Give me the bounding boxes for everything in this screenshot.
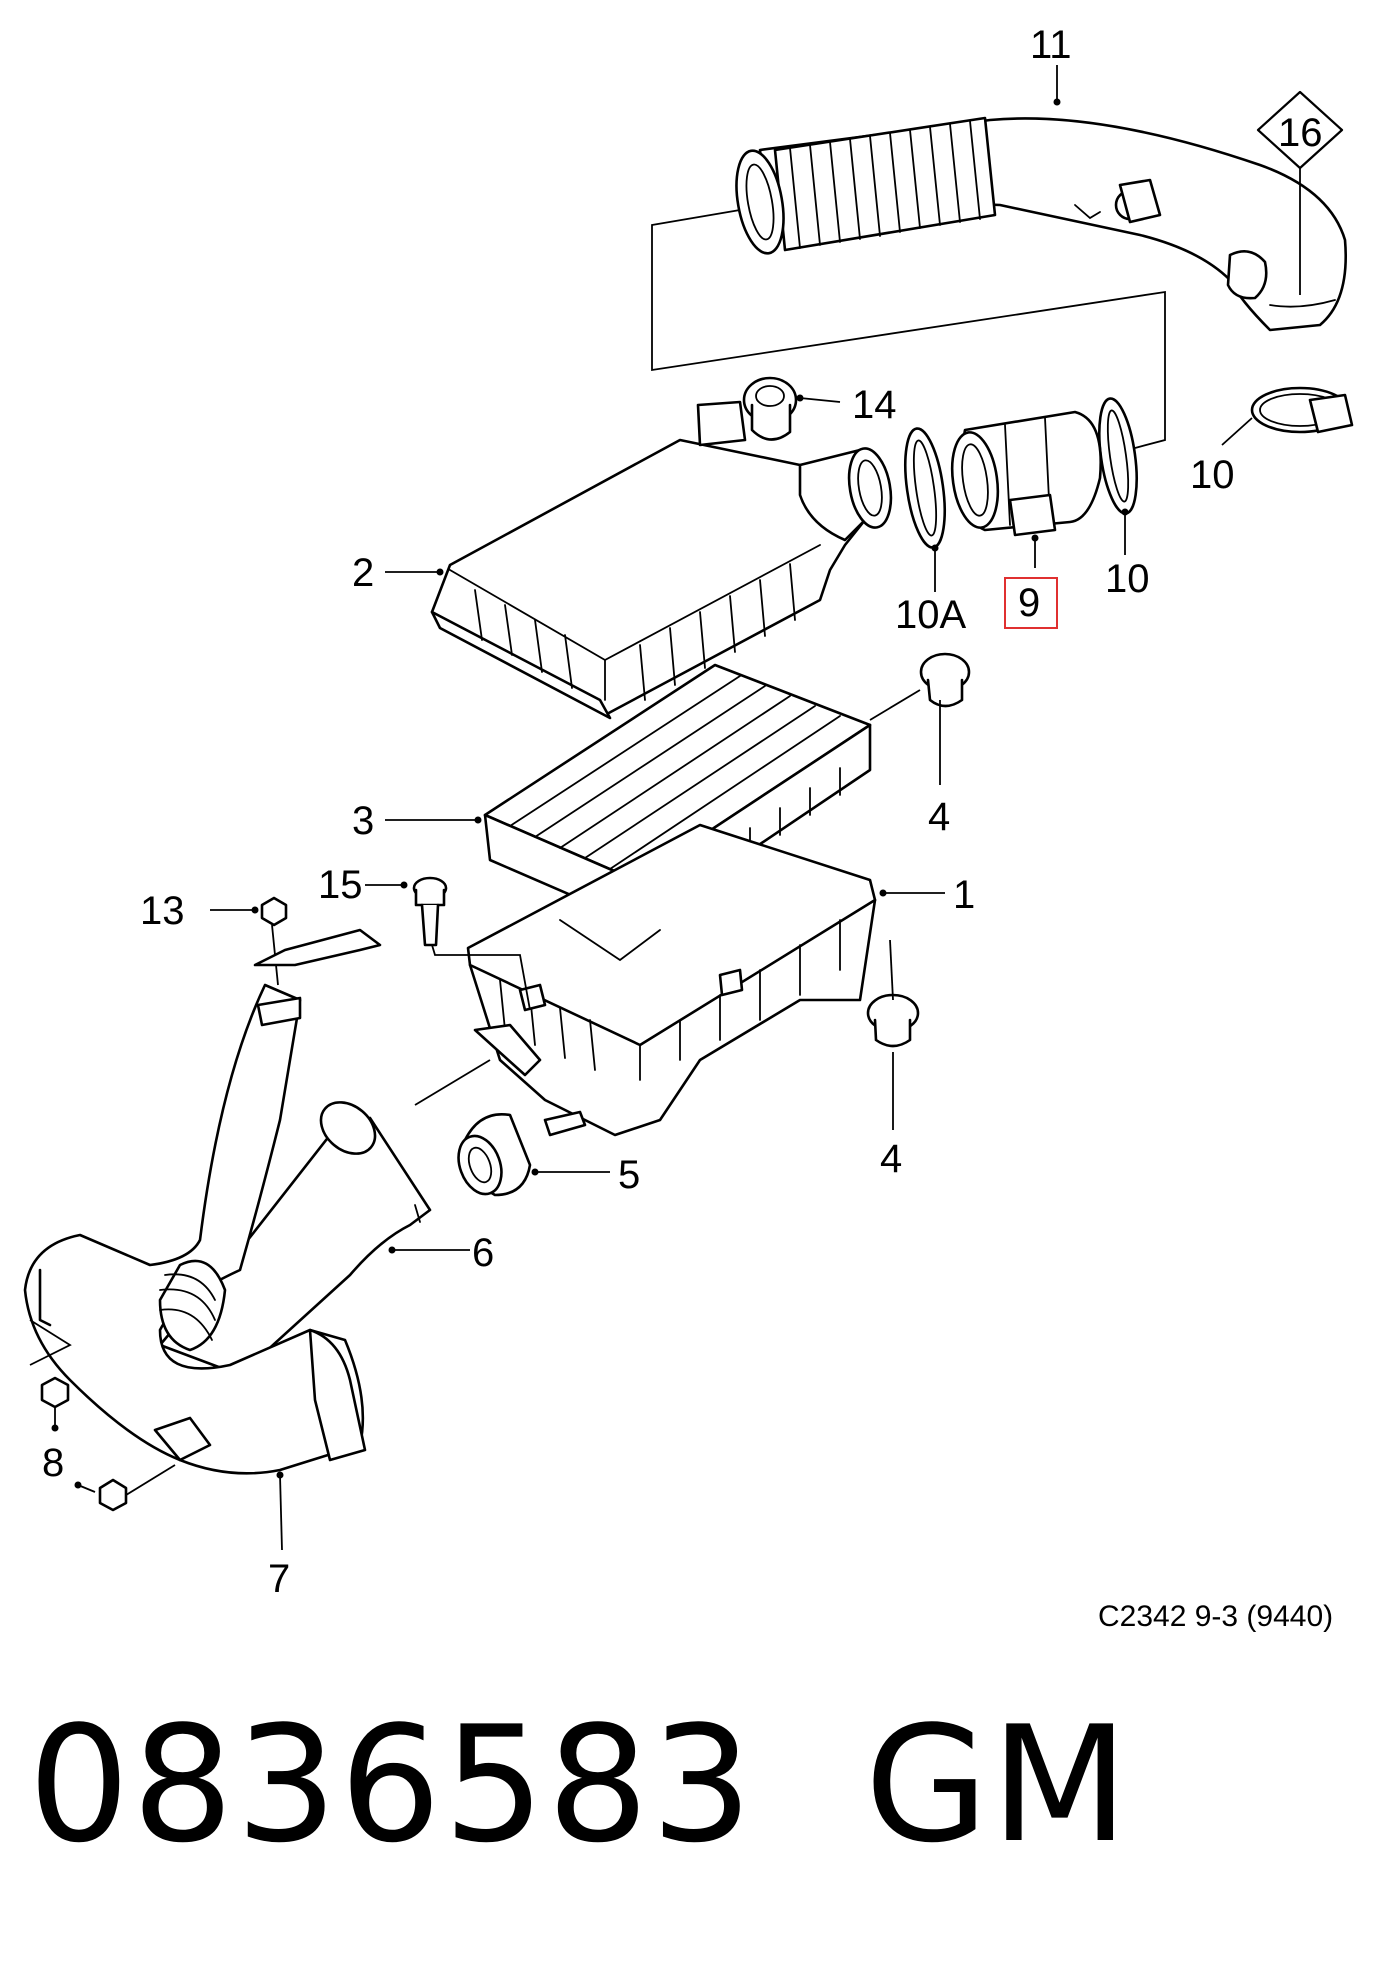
callout-7: 7 bbox=[268, 1557, 290, 1601]
callout-10-right: 10 bbox=[1190, 453, 1235, 497]
part-9-air-flow-meter bbox=[950, 410, 1102, 568]
callout-4-upper: 4 bbox=[928, 795, 950, 839]
callout-1: 1 bbox=[953, 873, 975, 917]
callout-10A: 10A bbox=[895, 593, 966, 637]
part-13-nut bbox=[210, 896, 288, 986]
part-10-hose-clamp bbox=[1221, 386, 1354, 446]
part-8-nut-lower bbox=[74, 1464, 176, 1512]
callout-15: 15 bbox=[318, 863, 363, 907]
part-4-grommet-upper bbox=[869, 652, 971, 785]
callout-5: 5 bbox=[618, 1153, 640, 1197]
callout-9-highlight-box bbox=[1004, 577, 1058, 629]
brand: GM bbox=[864, 1691, 1131, 1878]
callout-10-lower: 10 bbox=[1105, 557, 1150, 601]
part-8-nut-upper bbox=[29, 1319, 72, 1432]
callout-2: 2 bbox=[352, 551, 374, 595]
part-1-air-cleaner-housing bbox=[466, 823, 945, 1137]
callout-13: 13 bbox=[140, 889, 185, 933]
callout-14: 14 bbox=[852, 383, 897, 427]
part-4-grommet-lower bbox=[866, 939, 920, 1130]
drawing-code: C2342 9-3 (9440) bbox=[1098, 1600, 1333, 1633]
part-number: 0836583 bbox=[28, 1691, 755, 1878]
part-7-lower-intake-pipe bbox=[23, 928, 382, 1551]
callout-9: 9 bbox=[1018, 581, 1040, 625]
callout-11: 11 bbox=[1030, 23, 1072, 67]
part-10A-seal-ring bbox=[904, 427, 946, 592]
part-6-intake-duct bbox=[158, 1059, 491, 1377]
part-15-bolt bbox=[365, 876, 531, 1011]
callout-6: 6 bbox=[472, 1231, 494, 1275]
callout-4-lower: 4 bbox=[880, 1137, 902, 1181]
group-bracket bbox=[651, 209, 1166, 449]
callout-16: 16 bbox=[1278, 111, 1323, 155]
callout-3: 3 bbox=[352, 799, 374, 843]
part-5-sleeve bbox=[457, 1112, 610, 1197]
part-14-grommet bbox=[742, 376, 841, 441]
callout-8: 8 bbox=[42, 1441, 64, 1485]
part-11-intake-hose bbox=[735, 116, 1347, 332]
part-2-air-cleaner-cover bbox=[385, 400, 893, 720]
part-16-marker bbox=[1256, 90, 1344, 295]
